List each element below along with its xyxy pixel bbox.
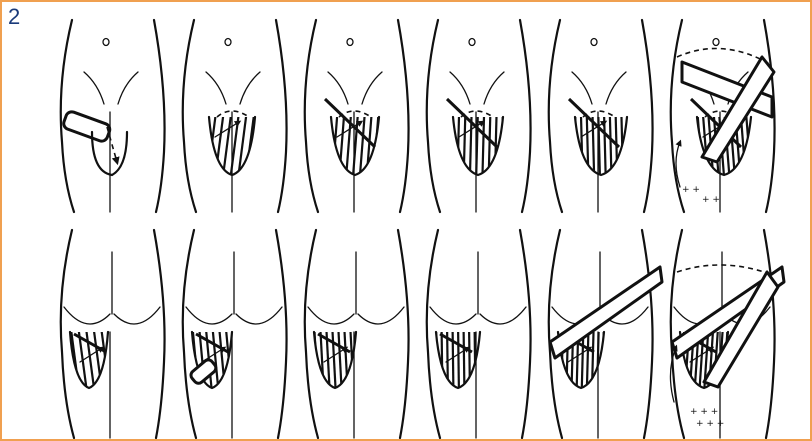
back-panel-1 [32, 230, 165, 438]
right-contour [154, 20, 165, 212]
buttock-left [308, 307, 354, 324]
front-view-row: + ++ + [61, 20, 806, 212]
right-contour [520, 20, 531, 212]
navel-mark [347, 39, 353, 46]
svg-text:+ + +: + + + [696, 419, 724, 429]
buttock-right [114, 307, 160, 324]
front-panel-4 [401, 20, 547, 212]
bandage-roll [189, 358, 218, 385]
left-contour [305, 20, 318, 212]
back-view-row: + + + + + + [32, 230, 784, 438]
navel-mark [103, 39, 109, 46]
back-panel-2 [152, 230, 287, 438]
left-contour [671, 20, 684, 212]
navel-mark [713, 39, 719, 46]
buttock-right [358, 307, 404, 324]
svg-text:+ +: + + [682, 185, 700, 195]
right-contour [276, 20, 287, 212]
right-contour [398, 230, 409, 438]
front-panel-5 [523, 20, 675, 212]
right-contour [642, 230, 653, 438]
buttock-left [186, 307, 232, 324]
right-contour [764, 230, 775, 438]
left-contour [183, 20, 196, 212]
front-panel-6: + ++ + [643, 20, 806, 212]
right-contour [154, 230, 165, 438]
front-panel-1 [61, 20, 165, 212]
right-contour [642, 20, 653, 212]
navel-mark [469, 39, 475, 46]
right-contour [398, 20, 409, 212]
navel-mark [591, 39, 597, 46]
svg-text:+ + +: + + + [690, 407, 718, 417]
buttock-left [64, 307, 110, 324]
back-panel-5 [510, 230, 662, 438]
buttock-left [430, 307, 476, 324]
front-panel-3 [277, 20, 420, 212]
left-contour [305, 230, 318, 438]
buttock-right [236, 307, 282, 324]
navel-mark [225, 39, 231, 46]
back-panel-6: + + + + + + [627, 230, 784, 438]
right-contour [520, 230, 531, 438]
right-contour [276, 230, 287, 438]
left-contour [427, 230, 440, 438]
front-panel-2 [153, 20, 293, 212]
back-panel-3 [272, 230, 409, 438]
left-contour [549, 20, 562, 212]
svg-text:+ +: + + [702, 195, 720, 205]
back-panel-4 [392, 230, 531, 438]
buttock-right [480, 307, 526, 324]
bandage-belt [550, 267, 662, 358]
left-contour [427, 20, 440, 212]
bandage-roll [62, 110, 111, 143]
